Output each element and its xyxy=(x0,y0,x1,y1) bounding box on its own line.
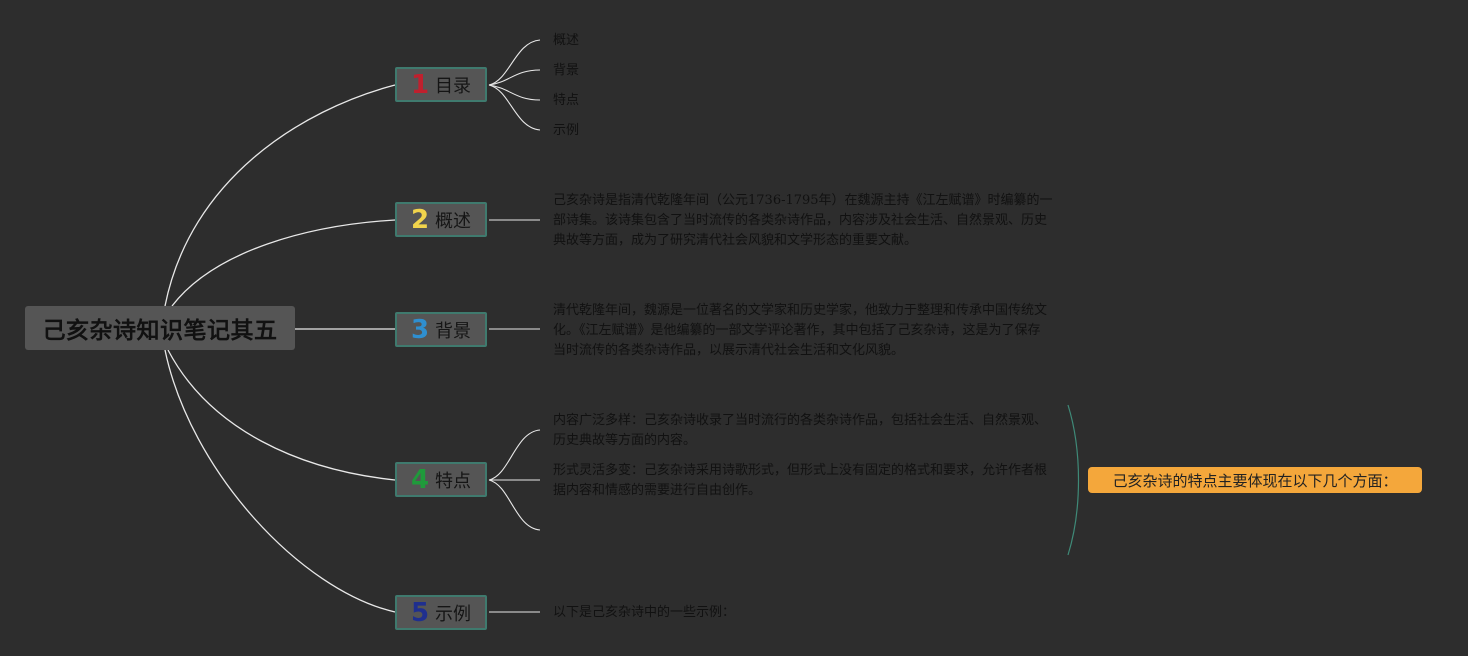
feature-item-1[interactable]: 内容广泛多样：己亥杂诗收录了当时流行的各类杂诗作品，包括社会生活、自然景观、历史… xyxy=(553,413,1048,448)
link-toc-4 xyxy=(488,84,541,131)
link-toc-3 xyxy=(488,84,541,101)
branch-node-background[interactable]: 3 背景 xyxy=(395,312,487,347)
branch-label: 目录 xyxy=(435,75,472,97)
link-feature-3 xyxy=(488,479,541,531)
branch-node-features[interactable]: 4 特点 xyxy=(395,462,487,497)
features-summary-label: 己亥杂诗的特点主要体现在以下几个方面： xyxy=(1112,471,1398,490)
branch-number: 4 xyxy=(410,464,430,495)
toc-item-background[interactable]: 背景 xyxy=(553,63,580,78)
link-root-branch-1 xyxy=(164,84,396,307)
branch-label: 示例 xyxy=(435,603,472,625)
toc-item-examples[interactable]: 示例 xyxy=(553,123,580,138)
branch-label: 背景 xyxy=(435,320,472,342)
examples-text[interactable]: 以下是己亥杂诗中的一些示例： xyxy=(553,605,736,620)
background-text[interactable]: 清代乾隆年间，魏源是一位著名的文学家和历史学家，他致力于整理和传承中国传统文化。… xyxy=(553,303,1048,358)
root-node-label: 己亥杂诗知识笔记其五 xyxy=(42,318,278,344)
branch-number: 5 xyxy=(410,597,430,628)
link-root-branch-2 xyxy=(171,219,396,307)
toc-item-overview[interactable]: 概述 xyxy=(553,33,580,48)
summary-bracket xyxy=(1067,404,1080,556)
branch-node-toc[interactable]: 1 目录 xyxy=(395,67,487,102)
branch-node-examples[interactable]: 5 示例 xyxy=(395,595,487,630)
branch-number: 1 xyxy=(410,69,430,100)
link-root-branch-4 xyxy=(167,349,396,481)
root-node[interactable]: 己亥杂诗知识笔记其五 xyxy=(25,306,295,350)
toc-item-features[interactable]: 特点 xyxy=(553,93,580,108)
features-summary-callout[interactable]: 己亥杂诗的特点主要体现在以下几个方面： xyxy=(1088,467,1422,493)
branch-label: 概述 xyxy=(435,210,472,232)
branch-number: 2 xyxy=(410,204,430,235)
overview-text[interactable]: 己亥杂诗是指清代乾隆年间（公元1736-1795年）在魏源主持《江左赋谱》时编纂… xyxy=(553,193,1053,248)
link-root-branch-5 xyxy=(164,349,396,613)
branch-node-overview[interactable]: 2 概述 xyxy=(395,202,487,237)
link-toc-1 xyxy=(488,39,541,86)
branch-number: 3 xyxy=(410,314,430,345)
branch-label: 特点 xyxy=(435,470,472,492)
link-feature-1 xyxy=(488,429,541,481)
link-toc-2 xyxy=(488,69,541,86)
feature-item-2[interactable]: 形式灵活多变：己亥杂诗采用诗歌形式，但形式上没有固定的格式和要求，允许作者根据内… xyxy=(553,463,1048,498)
